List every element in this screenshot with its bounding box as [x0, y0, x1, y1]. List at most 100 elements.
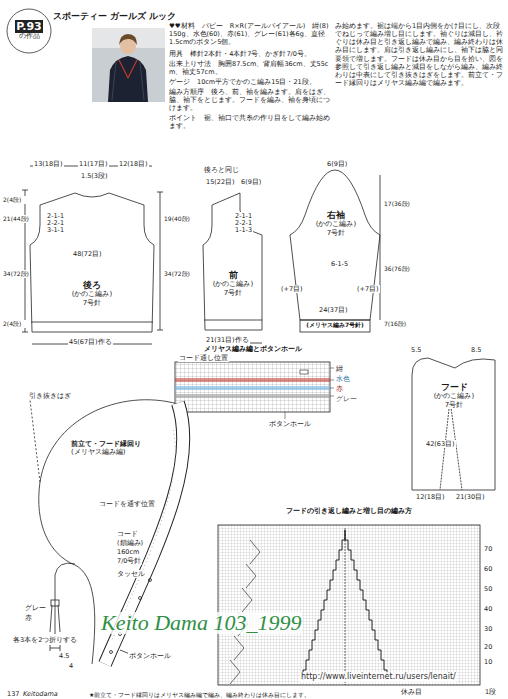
dimension-label: 45(67目)作る [68, 338, 113, 346]
dimension-label: 137 [6, 690, 20, 698]
dimension-label: 12(18目) [118, 160, 149, 168]
dimension-label: 1.5(3段) [80, 172, 109, 180]
dimension-label: 15(22目) [205, 178, 236, 186]
instruction-text: ♥♥材料 パピー R×R(アールバイアール) 紺(8)150g、水色(60)、赤… [168, 22, 332, 46]
dimension-label: 4.5 [58, 652, 70, 660]
dimension-label: 6-1-5 [330, 260, 349, 268]
piece-name: 後ろ [82, 280, 102, 290]
increase-mark [246, 564, 256, 588]
piece-note: (かのこ編み) [71, 290, 113, 298]
dimension-label: 13(18目) [33, 160, 64, 168]
dimension-label: ボタンホール [268, 420, 312, 428]
dimension-label: 17(36段) [383, 200, 411, 208]
piece-name: フードの引き返し編みと増し目の編み方 [285, 507, 413, 515]
dimension-label: (鎖編み) [116, 539, 144, 547]
dimension-label: 70 [483, 545, 493, 553]
instruction-text: ゲージ 10cm平方でかのこ編み15目・21段。 [168, 78, 332, 86]
piece-note: (メリヤス編み編) [70, 448, 126, 456]
dimension-label: 20 [483, 643, 493, 651]
dimension-label: 4 [68, 662, 74, 670]
piece-note: (かのこ編み) [212, 280, 254, 288]
pattern-piece: 前(かのこ編み)7号針 [203, 192, 263, 330]
dimension-label: 後ろと同じ [203, 166, 240, 174]
piece-note: 7号針 [444, 401, 464, 409]
increase-mark [242, 588, 252, 612]
piece-note: 7号針 [82, 299, 102, 307]
short-row-steps [345, 530, 387, 680]
dimension-label: 7(16段) [383, 320, 411, 328]
dimension-label: 赤 [335, 385, 344, 393]
dimension-label: (+7目) [280, 285, 304, 293]
instruction-text: 出来上り寸法 胸囲87.5cm、背肩幅36cm、丈55cm、袖丈57cm。 [168, 60, 332, 76]
piece-name: メリヤス編み編とボタンホール [203, 345, 303, 353]
dimension-label: 紺 [335, 365, 344, 373]
dimension-label: 50 [483, 585, 493, 593]
dimension-label: グレー [24, 604, 47, 612]
dimension-label: 7/0号針 [116, 557, 142, 565]
watermark: Keito Dama 103_1999 [100, 612, 302, 634]
dimension-label: 3-1-1 [46, 226, 65, 234]
dimension-label: 休み目 [400, 688, 423, 696]
dimension-label: 34(72段) [163, 270, 195, 278]
pattern-pieces [22, 166, 495, 490]
pattern-piece: P.93の作品 [6, 8, 52, 54]
page-title: スポーティー ガールズ ルック [52, 11, 177, 22]
dimension-label: ボタンホール [128, 652, 172, 660]
piece-note: (かのこ編み) [315, 220, 357, 228]
dimension-label: 6(9目) [326, 160, 348, 168]
dimension-label: 2(4段) [2, 196, 30, 204]
instruction-text: ポイント 裾、袖口で共糸の作り目をして編み始めます。 [168, 114, 332, 130]
dimension-label: 24(37目) [318, 306, 349, 314]
dimension-label: 42(63目) [425, 440, 456, 448]
dimension-label: コード [116, 530, 139, 538]
dimension-label: 60 [483, 565, 493, 573]
dimension-label: 5.5 [410, 346, 422, 354]
piece-note: 7号針 [223, 289, 243, 297]
dimension-label: コード通し位置 [178, 354, 229, 362]
dimension-label: 40 [483, 605, 493, 613]
dimension-label: コードを通す位置 [98, 500, 156, 508]
piece-name: P.93 [15, 20, 43, 33]
dimension-label: 各3本を2つ折りする [12, 636, 78, 644]
hood-chart [218, 525, 480, 685]
dimension-label: 6(9目) [240, 178, 262, 186]
dimension-label: ★前立て・フード縁回りはメリヤス編み編で編み、編み終わりは休み目にします。 [88, 691, 311, 699]
pattern-piece: (メリヤス編み7号針) [300, 320, 370, 332]
dimension-label: 12(18目) [415, 493, 446, 501]
dimension-label: 水色 [335, 375, 351, 383]
dimension-label: 160cm [116, 548, 140, 556]
dimension-label: 1-1-3 [234, 226, 253, 234]
dimension-label: 36(76段) [383, 265, 411, 273]
pattern-piece: フード(かのこ編み)7号針 [412, 356, 496, 490]
dimension-label: 1段 [484, 688, 497, 696]
band-chart [175, 362, 334, 419]
dimension-label: 11(17目) [78, 160, 109, 168]
increase-mark [230, 660, 240, 684]
dimension-label: 10 [483, 658, 493, 666]
piece-name: フード [440, 382, 469, 392]
increase-mark [250, 540, 260, 564]
dimension-label: 48(72目) [72, 250, 103, 258]
instruction-text: 編み方順序 後ろ、前、袖を編みます。肩をはぎ、脇、袖下をとじます。フードを編み、… [168, 88, 332, 112]
dimension-label: 21(31目)作る [205, 336, 250, 344]
dimension-label: 8.5 [470, 346, 482, 354]
dimension-label: 34(72段) [2, 270, 30, 278]
dimension-label: 21(44段) [2, 215, 30, 223]
dimension-label: タッセル [116, 570, 146, 578]
piece-name: (メリヤス編み7号針) [305, 321, 365, 328]
piece-note: の作品 [18, 33, 41, 41]
instruction-text: み始めます。裾は端から1目内側をかけ目にし、次段でねじって編み増し目にします。袖… [334, 22, 506, 87]
dimension-label: グレー [335, 395, 358, 403]
dimension-label: 21(30目) [455, 493, 486, 501]
dimension-label: 30 [483, 625, 493, 633]
url-watermark: http://www.liveinternet.ru/users/lenait/ [300, 672, 457, 682]
instruction-text: 用具 棒針2本針・4本針7号、かぎ針7/0号。 [168, 50, 332, 58]
photo [92, 28, 165, 102]
dimension-label: (+7目) [356, 285, 380, 293]
piece-note: (かのこ編み) [433, 392, 475, 400]
increase-mark [234, 636, 244, 660]
piece-name: 前立て・フード縁回り [70, 440, 142, 448]
piece-note: 7号針 [326, 229, 346, 237]
pattern-piece: フードの引き返し編みと増し目の編み方 [218, 507, 480, 687]
dimension-label: 赤 [24, 614, 33, 622]
